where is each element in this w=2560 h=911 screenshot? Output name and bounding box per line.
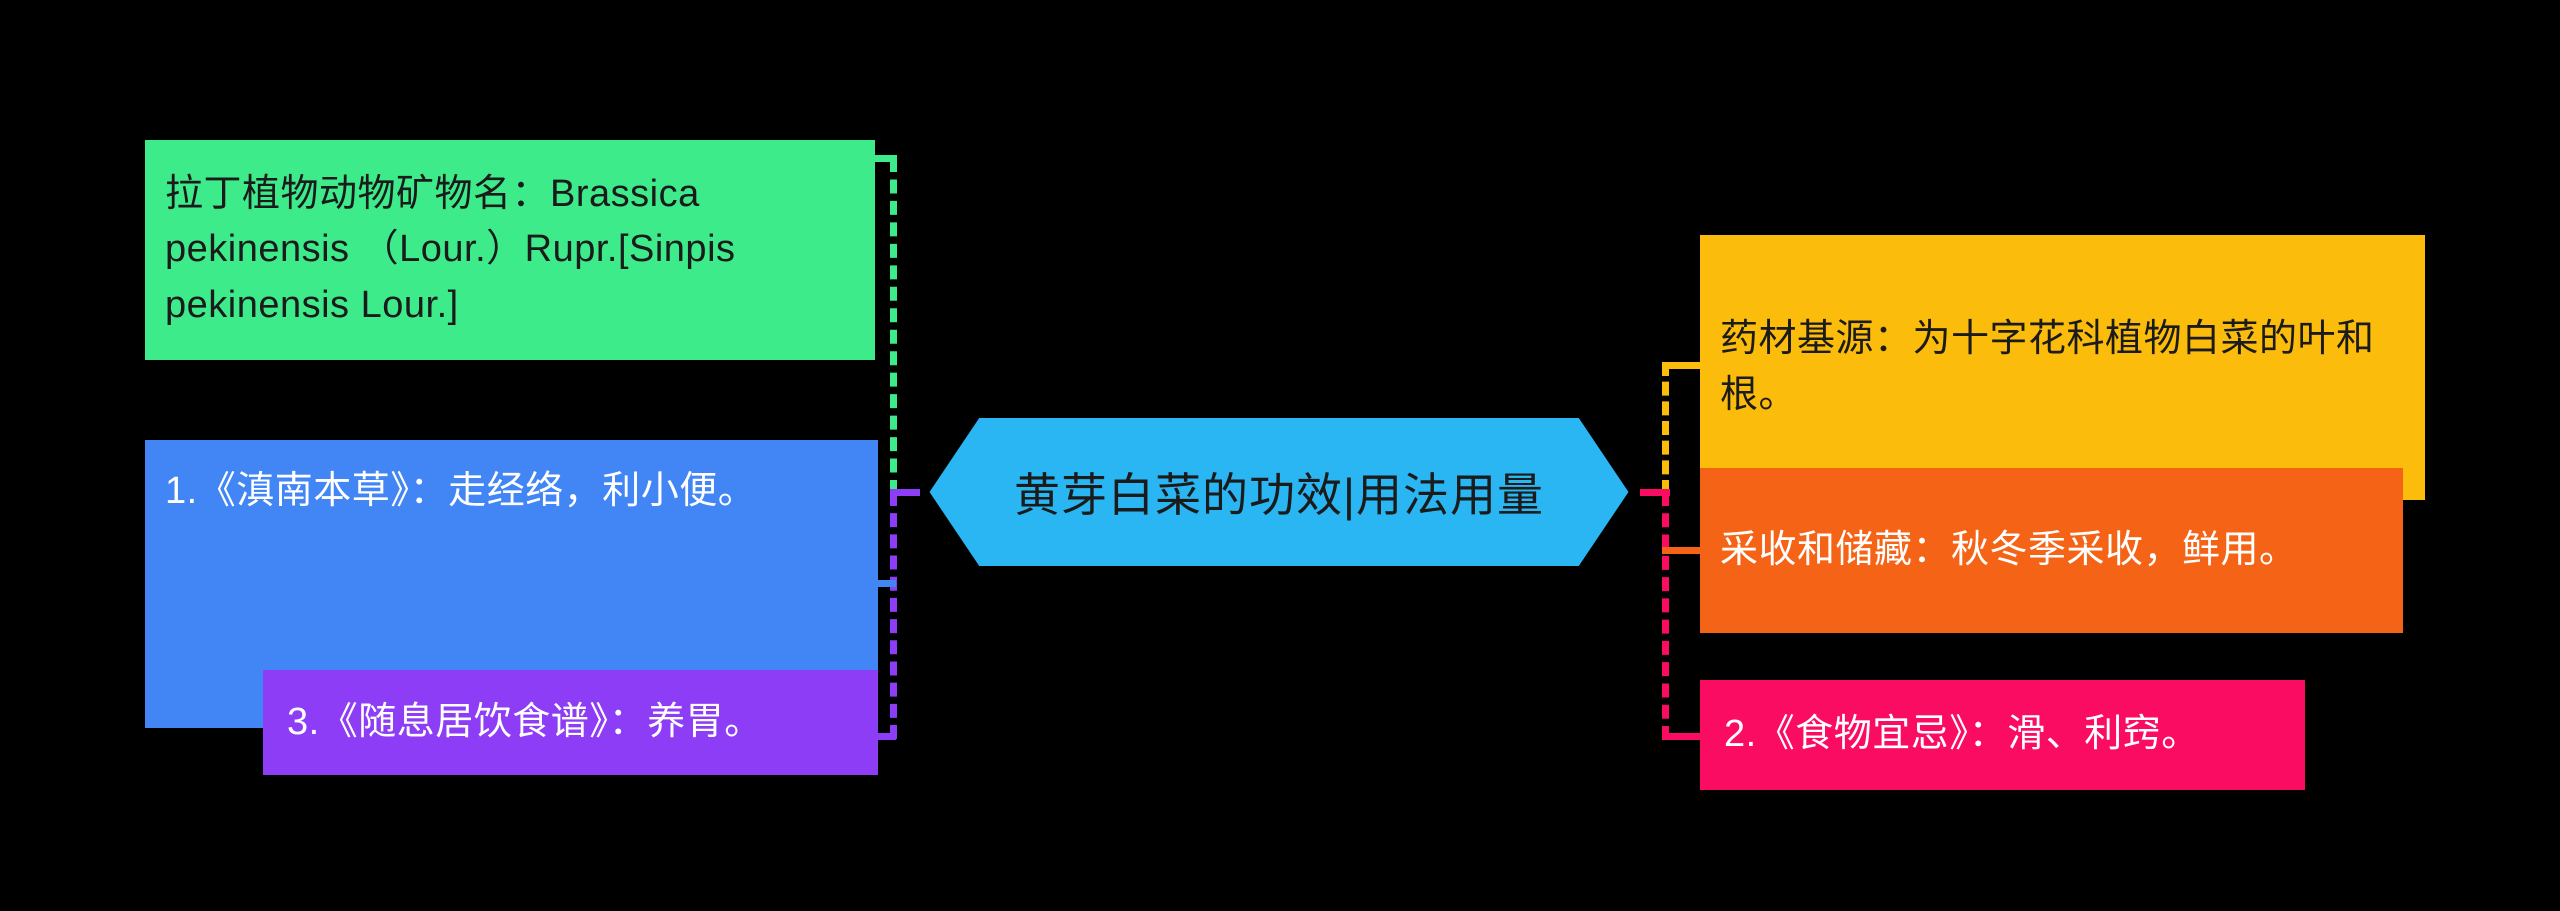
connector-left-lower-trunk <box>890 492 897 739</box>
node-shiwu-yiji-label: 2.《食物宜忌》：滑、利窍。 <box>1724 713 2200 756</box>
connector-stub-center-right <box>1640 489 1670 496</box>
node-latin-name-label: 拉丁植物动物矿物名：Brassica pekinensis （Lour.）Rup… <box>165 173 736 326</box>
node-shiwu-yiji[interactable]: 2.《食物宜忌》：滑、利窍。 <box>1700 680 2305 790</box>
connector-stub-harvest <box>1662 547 1710 554</box>
node-suixiju-yinshipu[interactable]: 3.《随息居饮食谱》：养胃。 <box>263 670 878 775</box>
connector-stub-center-left <box>890 489 920 496</box>
node-medicinal-source[interactable]: 药材基源：为十字花科植物白菜的叶和根。 <box>1700 235 2425 500</box>
node-latin-name[interactable]: 拉丁植物动物矿物名：Brassica pekinensis （Lour.）Rup… <box>145 140 875 360</box>
connector-stub-shiwu <box>1662 733 1710 740</box>
node-medicinal-source-label: 药材基源：为十字花科植物白菜的叶和根。 <box>1720 318 2375 416</box>
connector-stub-source <box>1662 362 1710 369</box>
connector-stub-latin-name <box>855 155 897 162</box>
node-suixiju-yinshipu-label: 3.《随息居饮食谱》：养胃。 <box>287 700 763 743</box>
connector-left-upper-trunk <box>890 158 897 494</box>
connector-right-upper-trunk <box>1662 362 1669 494</box>
connector-right-lower-trunk <box>1662 492 1669 740</box>
node-harvest-storage[interactable]: 采收和储藏：秋冬季采收，鲜用。 <box>1700 468 2403 633</box>
node-diannan-bencao-label: 1.《滇南本草》：走经络，利小便。 <box>165 470 757 512</box>
node-center-topic[interactable]: 黄芽白菜的功效|用法用量 <box>929 418 1629 566</box>
node-center-topic-label: 黄芽白菜的功效|用法用量 <box>1014 469 1544 521</box>
node-harvest-storage-label: 采收和储藏：秋冬季采收，鲜用。 <box>1720 528 2298 571</box>
